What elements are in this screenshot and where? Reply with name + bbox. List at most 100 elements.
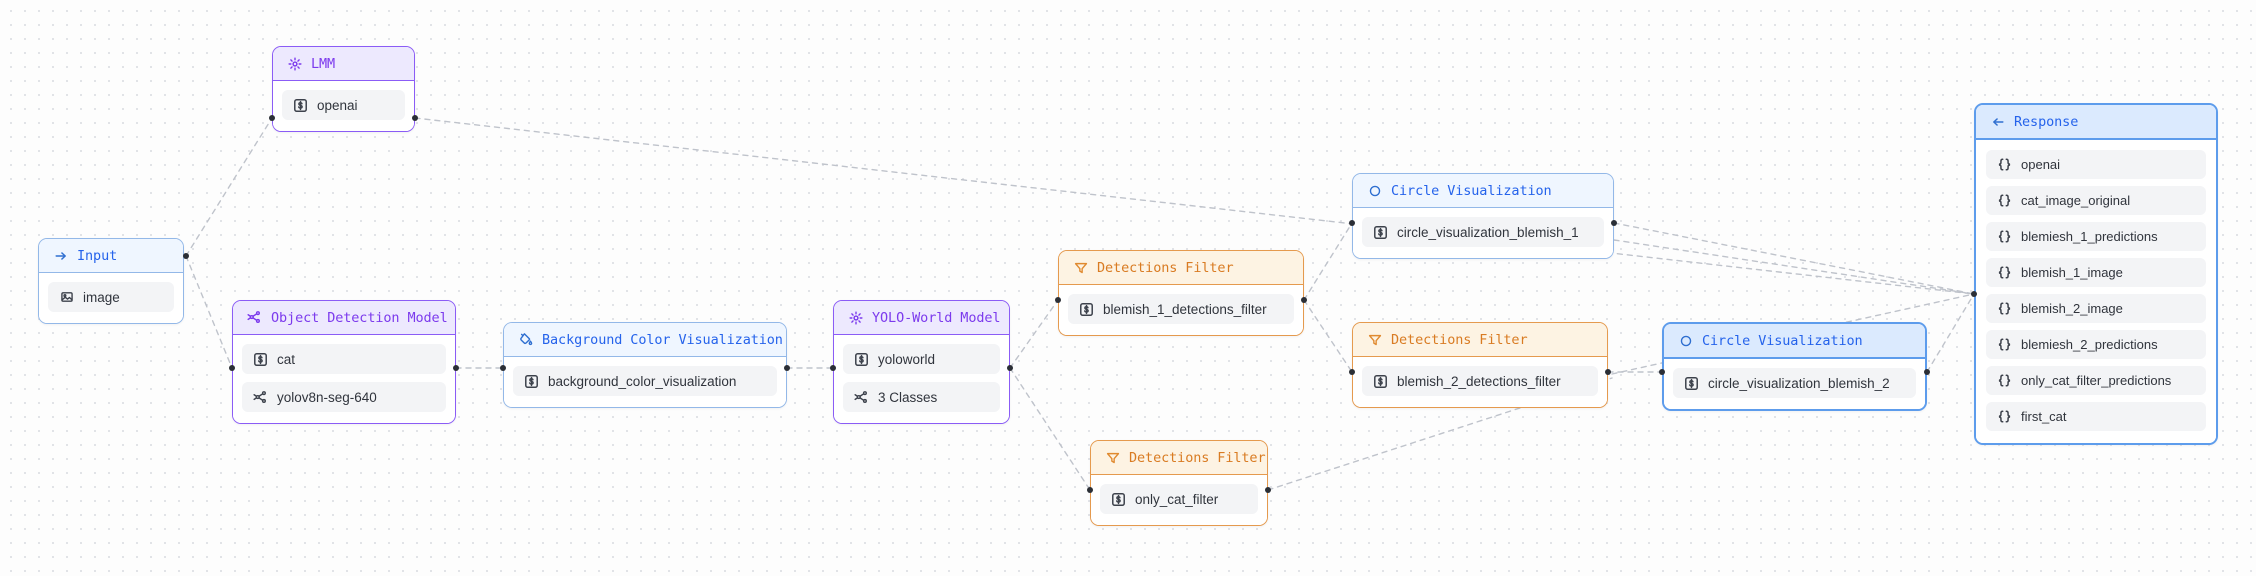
node-header-input[interactable]: Input (39, 239, 183, 273)
handle-object-out[interactable] (453, 365, 459, 371)
node-row-label: blemiesh_2_predictions (2021, 337, 2158, 352)
node-row[interactable]: blemish_1_image (1986, 258, 2206, 287)
handle-circle2-in[interactable] (1659, 369, 1665, 375)
node-detections-filter-1[interactable]: Detections Filter blemish_1_detections_fi… (1058, 250, 1304, 336)
node-body-circle-visualization-1: circle_visualization_blemish_1 (1353, 208, 1613, 258)
node-title: Object Detection Model (271, 309, 448, 326)
node-row[interactable]: openai (282, 90, 405, 120)
arrow-left-icon (1990, 114, 2005, 129)
handle-filter2-out[interactable] (1605, 369, 1611, 375)
node-header-object-detection-model[interactable]: Object Detection Model (233, 301, 455, 335)
node-yolo-world-model[interactable]: YOLO-World Model yoloworld 3 Classes (833, 300, 1010, 424)
handle-circle1-in[interactable] (1349, 220, 1355, 226)
node-body-yolo-world-model: yoloworld 3 Classes (834, 335, 1009, 423)
node-row-label: blemish_1_image (2021, 265, 2123, 280)
edge-filter1-to-filter2 (1303, 299, 1353, 373)
node-body-background-color-visualization: background_color_visualization (504, 357, 786, 407)
node-body-lmm: openai (273, 81, 414, 131)
handle-lmm-in[interactable] (269, 115, 275, 121)
funnel-icon (1105, 450, 1120, 465)
node-row[interactable]: 3 Classes (843, 382, 1000, 412)
braces-icon (1997, 265, 2012, 280)
node-header-response[interactable]: Response (1976, 105, 2216, 140)
node-circle-visualization-1[interactable]: Circle Visualization circle_visualization… (1352, 173, 1614, 259)
node-header-yolo-world-model[interactable]: YOLO-World Model (834, 301, 1009, 335)
node-row-label: cat_image_original (2021, 193, 2131, 208)
node-row[interactable]: blemiesh_1_predictions (1986, 222, 2206, 251)
node-row[interactable]: yoloworld (843, 344, 1000, 374)
node-response[interactable]: Response openai cat_image_original blemiesh… (1974, 103, 2218, 445)
node-row[interactable]: openai (1986, 150, 2206, 179)
dollar-box-icon (524, 374, 539, 389)
braces-icon (1997, 157, 2012, 172)
node-row-label: image (83, 289, 120, 305)
node-row[interactable]: only_cat_filter (1100, 484, 1258, 514)
handle-bgcolor-out[interactable] (784, 365, 790, 371)
edge-input-to-lmm (185, 117, 273, 257)
node-title: Input (77, 247, 118, 264)
braces-icon (1997, 301, 2012, 316)
node-row[interactable]: blemiesh_2_predictions (1986, 330, 2206, 359)
dollar-box-icon (1373, 225, 1388, 240)
node-circle-visualization-2[interactable]: Circle Visualization circle_visualization… (1662, 322, 1927, 411)
handle-bgcolor-in[interactable] (500, 365, 506, 371)
node-header-detections-filter-2[interactable]: Detections Filter (1353, 323, 1607, 357)
edge-filter1-to-circle1 (1303, 222, 1353, 301)
node-row[interactable]: blemish_2_image (1986, 294, 2206, 323)
node-row[interactable]: circle_visualization_blemish_1 (1362, 217, 1604, 247)
node-row-label: blemiesh_1_predictions (2021, 229, 2158, 244)
handle-filter1-in[interactable] (1055, 297, 1061, 303)
handle-circle2-out[interactable] (1924, 369, 1930, 375)
edge-input-to-object-detection (185, 255, 233, 369)
handle-filter3-out[interactable] (1265, 487, 1271, 493)
node-object-detection-model[interactable]: Object Detection Model cat yolov8n-seg-640 (232, 300, 456, 424)
node-row-label: only_cat_filter (1135, 491, 1219, 507)
node-header-background-color-visualization[interactable]: Background Color Visualization (504, 323, 786, 357)
node-title: Background Color Visualization (542, 331, 783, 348)
workflow-nodes-icon (854, 390, 869, 405)
node-row-label: openai (317, 97, 358, 113)
node-row-label: yoloworld (878, 351, 936, 367)
node-header-lmm[interactable]: LMM (273, 47, 414, 81)
handle-input-out[interactable] (183, 253, 189, 259)
node-row[interactable]: only_cat_filter_predictions (1986, 366, 2206, 395)
braces-icon (1997, 229, 2012, 244)
node-row[interactable]: image (48, 282, 174, 312)
node-row-label: openai (2021, 157, 2061, 172)
node-header-detections-filter-3[interactable]: Detections Filter (1091, 441, 1267, 475)
handle-filter3-in[interactable] (1087, 487, 1093, 493)
node-title: YOLO-World Model (872, 309, 1001, 326)
node-header-circle-visualization-2[interactable]: Circle Visualization (1664, 324, 1925, 359)
handle-response-in[interactable] (1971, 291, 1977, 297)
node-row-label: first_cat (2021, 409, 2067, 424)
node-lmm[interactable]: LMM openai (272, 46, 415, 132)
handle-filter2-in[interactable] (1349, 369, 1355, 375)
node-body-circle-visualization-2: circle_visualization_blemish_2 (1664, 359, 1925, 409)
node-row[interactable]: background_color_visualization (513, 366, 777, 396)
node-row[interactable]: blemish_2_detections_filter (1362, 366, 1598, 396)
node-row[interactable]: cat (242, 344, 446, 374)
node-input[interactable]: Input image (38, 238, 184, 324)
node-row[interactable]: circle_visualization_blemish_2 (1673, 368, 1916, 398)
node-row[interactable]: blemish_1_detections_filter (1068, 294, 1294, 324)
image-icon (59, 290, 74, 305)
node-header-circle-visualization-1[interactable]: Circle Visualization (1353, 174, 1613, 208)
node-row[interactable]: first_cat (1986, 402, 2206, 431)
braces-icon (1997, 337, 2012, 352)
node-row[interactable]: yolov8n-seg-640 (242, 382, 446, 412)
node-detections-filter-3[interactable]: Detections Filter only_cat_filter (1090, 440, 1268, 526)
handle-yolo-out[interactable] (1007, 365, 1013, 371)
handle-lmm-out[interactable] (412, 115, 418, 121)
handle-object-in[interactable] (229, 365, 235, 371)
node-background-color-visualization[interactable]: Background Color Visualization background… (503, 322, 787, 408)
handle-circle1-out[interactable] (1611, 220, 1617, 226)
braces-icon (1997, 193, 2012, 208)
handle-filter1-out[interactable] (1301, 297, 1307, 303)
node-detections-filter-2[interactable]: Detections Filter blemish_2_detections_fi… (1352, 322, 1608, 408)
node-header-detections-filter-1[interactable]: Detections Filter (1059, 251, 1303, 285)
node-row[interactable]: cat_image_original (1986, 186, 2206, 215)
handle-yolo-in[interactable] (830, 365, 836, 371)
node-body-detections-filter-3: only_cat_filter (1091, 475, 1267, 525)
node-row-label: blemish_2_image (2021, 301, 2123, 316)
